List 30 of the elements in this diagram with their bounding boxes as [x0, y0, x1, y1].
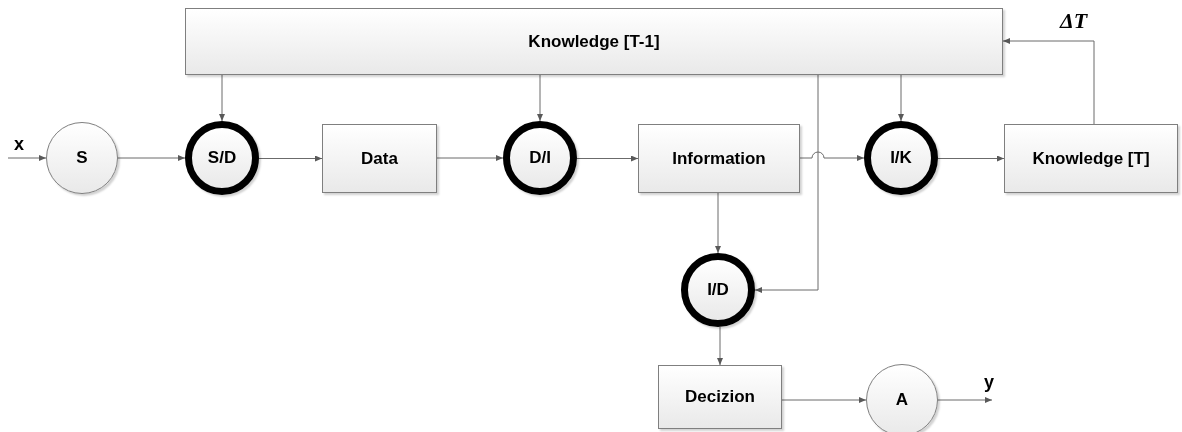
arrow — [219, 74, 225, 122]
process-circle: A — [866, 364, 938, 432]
arrow — [117, 155, 186, 161]
edge-label: y — [984, 372, 994, 393]
process-box: Knowledge [T-1] — [185, 8, 1003, 75]
arrow — [537, 74, 543, 122]
arrow — [937, 397, 993, 403]
arrow — [799, 151, 865, 161]
process-box: Decizion — [658, 365, 782, 429]
arrow — [1002, 38, 1095, 125]
process-box: Knowledge [T] — [1004, 124, 1178, 193]
process-box: Information — [638, 124, 800, 193]
process-circle: S — [46, 122, 118, 194]
process-circle: D/I — [503, 121, 577, 195]
arrow — [576, 155, 639, 162]
process-circle: S/D — [185, 121, 259, 195]
arrow — [715, 192, 721, 254]
arrow — [781, 397, 867, 403]
arrow — [898, 74, 904, 122]
process-circle: I/D — [681, 253, 755, 327]
arrow — [754, 74, 819, 293]
arrow — [717, 326, 723, 366]
arrow — [258, 155, 323, 162]
process-box: Data — [322, 124, 437, 193]
arrow — [436, 155, 504, 161]
arrow — [7, 155, 47, 161]
arrow — [937, 155, 1005, 162]
edge-label: x — [14, 134, 24, 155]
process-circle: I/K — [864, 121, 938, 195]
edge-label: ΔT — [1060, 8, 1088, 34]
